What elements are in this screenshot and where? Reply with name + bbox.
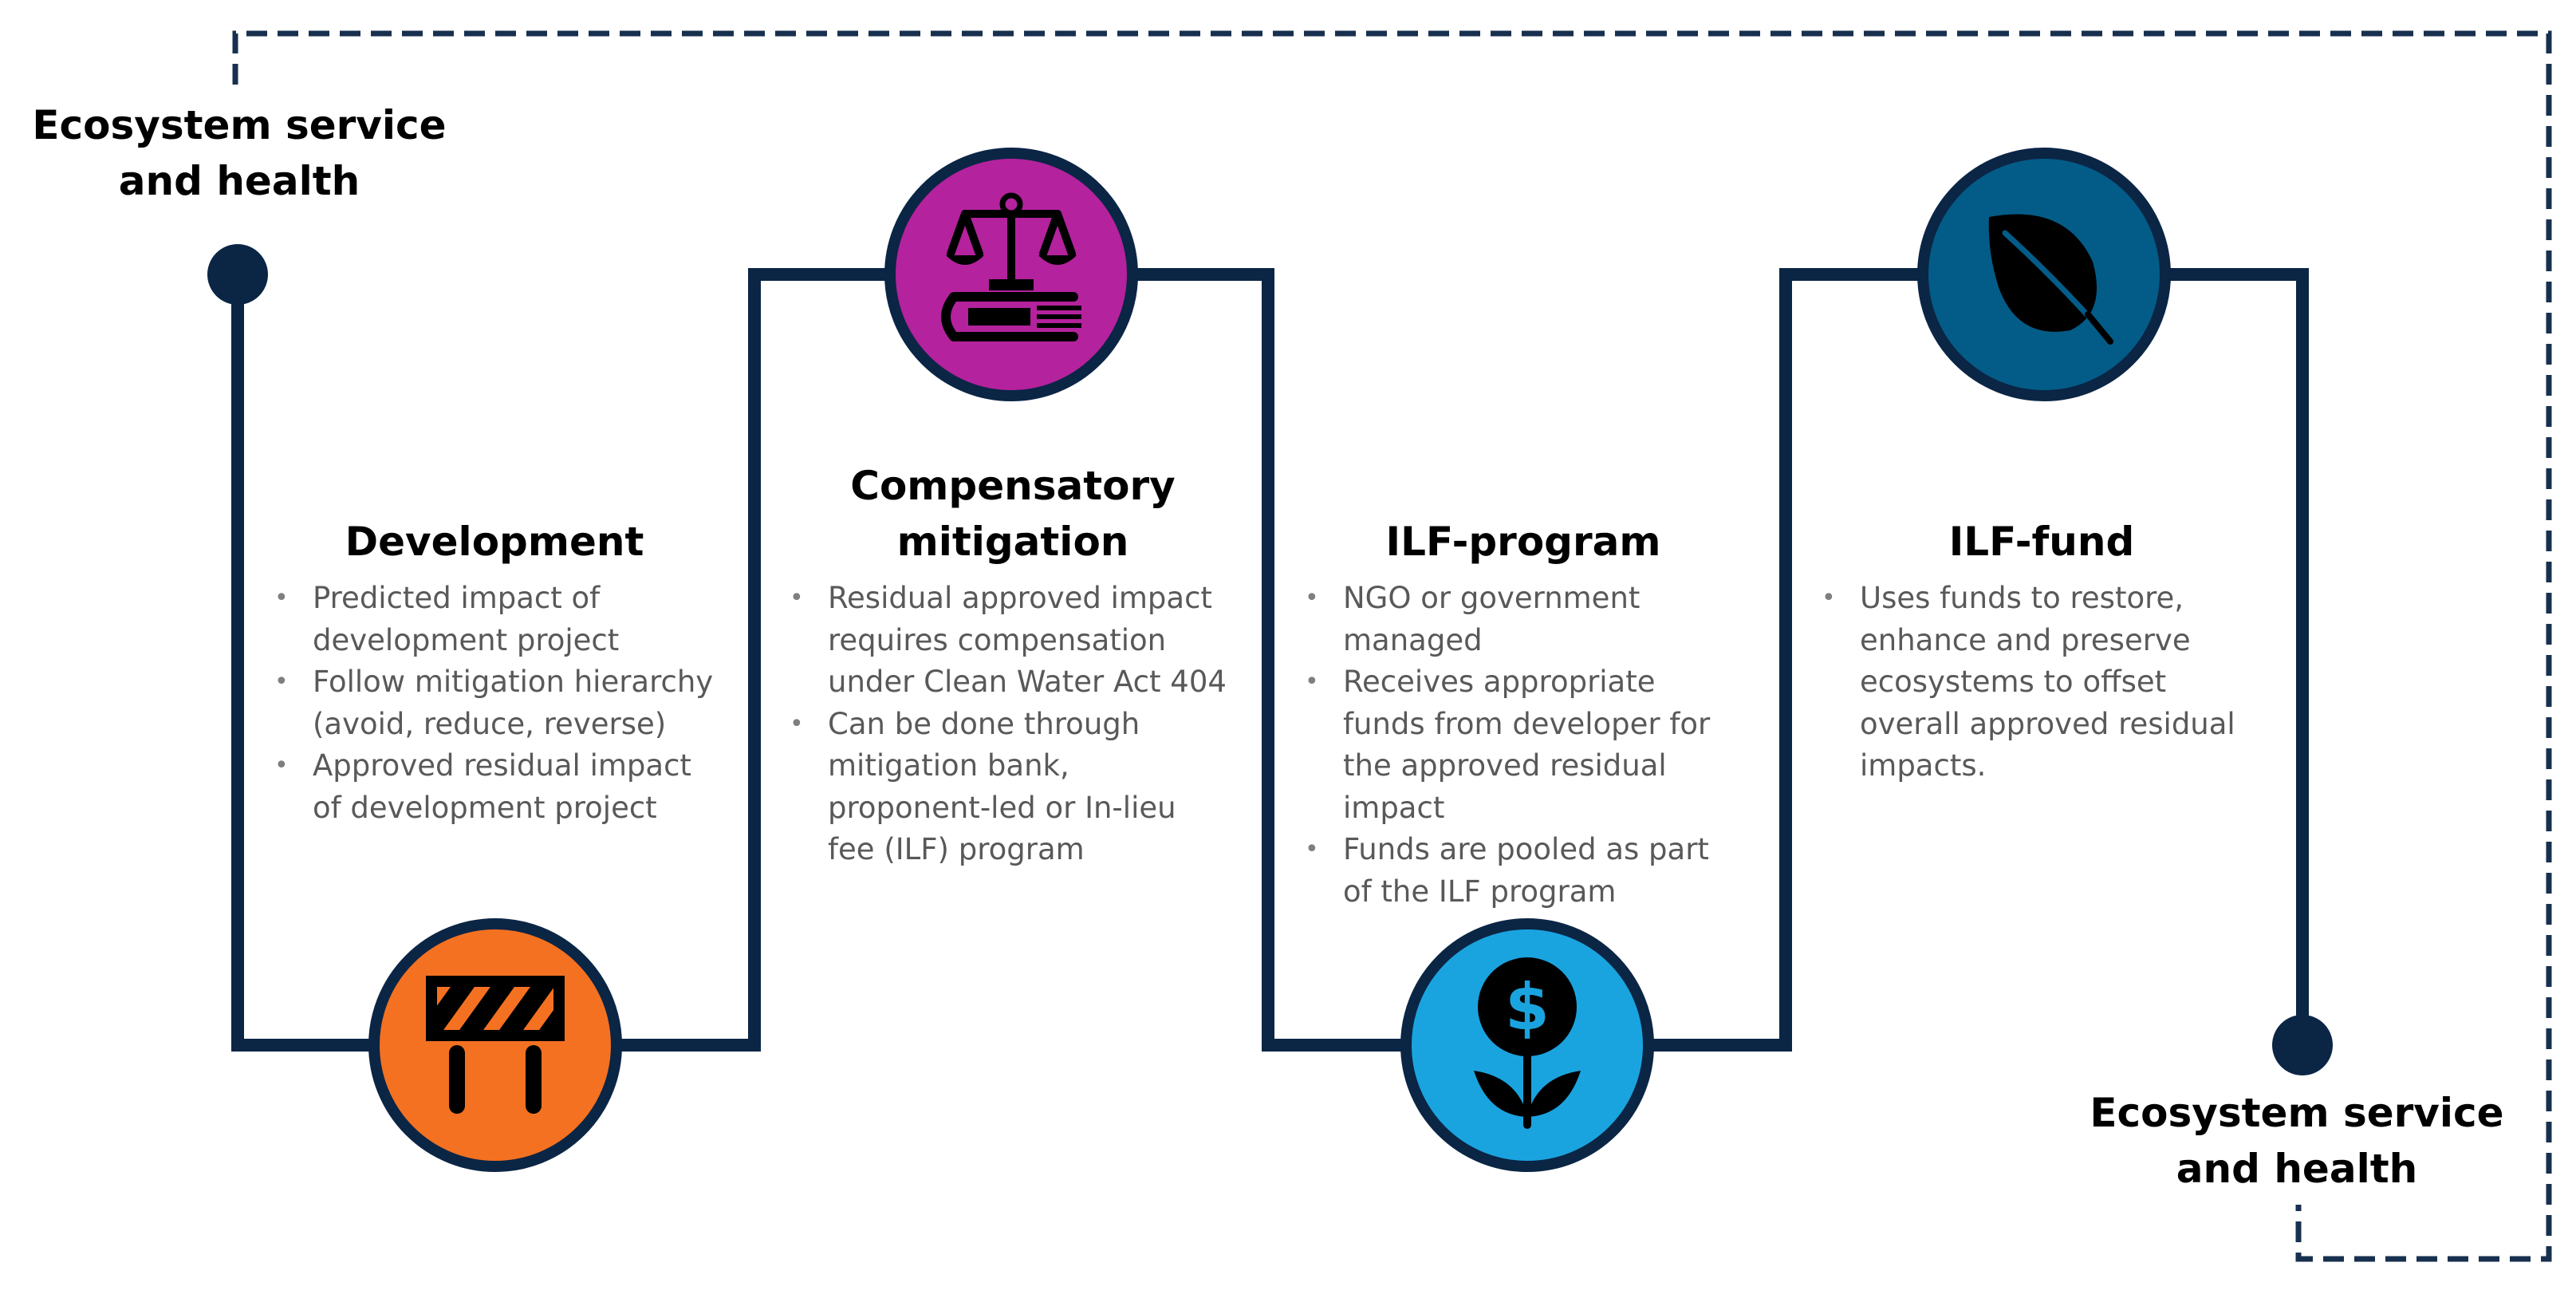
list-item: Uses funds to restore, enhance and prese… [1822, 578, 2322, 787]
ilf-fund-bullets: Uses funds to restore, enhance and prese… [1818, 578, 2322, 787]
development-title-line: Development [345, 519, 644, 565]
end-label-line-1: Ecosystem service [2090, 1090, 2504, 1136]
start-label: Ecosystem service and health [0, 97, 479, 209]
list-item: Follow mitigation hierarchy (avoid, redu… [274, 661, 791, 745]
start-dot [207, 244, 268, 305]
ilf-program-title-line: ILF-program [1385, 519, 1661, 565]
ilf-program-bullets: NGO or government managed Receives appro… [1302, 578, 1822, 913]
ilf-fund-title-line: ILF-fund [1948, 519, 2135, 565]
compensatory-title-line-1: Compensatory [850, 463, 1176, 509]
compensatory-title-line-2: mitigation [896, 519, 1129, 565]
leaf-icon [1917, 148, 2171, 401]
end-label-line-2: and health [2176, 1146, 2418, 1192]
ilf-fund-title: ILF-fund [1842, 514, 2241, 570]
list-item: Funds are pooled as part of the ILF prog… [1305, 829, 1822, 913]
list-item: Predicted impact of development project [274, 578, 791, 661]
end-label: Ecosystem service and health [2058, 1085, 2536, 1197]
list-item: NGO or government managed [1305, 578, 1822, 661]
ilf-program-title: ILF-program [1324, 514, 1723, 570]
compensatory-title: Compensatory mitigation [813, 458, 1212, 570]
dollar-sign: $ [1505, 970, 1550, 1044]
scales-of-justice-icon [884, 148, 1138, 401]
list-item: Receives appropriate funds from develope… [1305, 661, 1822, 829]
road-barrier-icon [368, 918, 622, 1172]
list-item: Residual approved impact requires compen… [790, 578, 1306, 704]
compensatory-bullets: Residual approved impact requires compen… [786, 578, 1306, 871]
end-dot [2272, 1015, 2333, 1075]
list-item: Can be done through mitigation bank, pro… [790, 704, 1306, 871]
money-plant-icon: $ [1400, 918, 1654, 1172]
development-title: Development [303, 514, 686, 570]
development-bullets: Predicted impact of development project … [271, 578, 791, 829]
start-label-line-2: and health [118, 158, 360, 204]
start-label-line-1: Ecosystem service [32, 102, 447, 148]
dashed-return-loop [232, 30, 2552, 1262]
list-item: Approved residual impact of development … [274, 745, 791, 829]
